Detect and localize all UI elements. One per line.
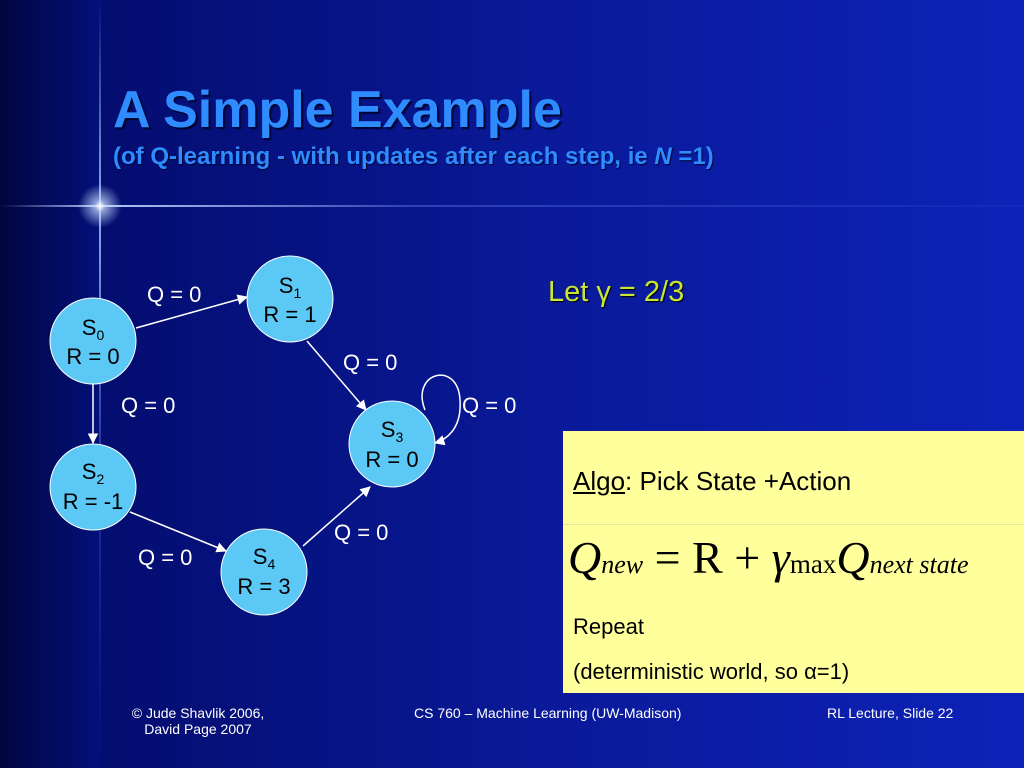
subtitle-prefix: (of Q-learning - with updates after each… bbox=[113, 143, 655, 170]
gamma-symbol: γ bbox=[596, 276, 611, 308]
algorithm-box: Algo: Pick State +Action Qnew = R + γmax… bbox=[563, 431, 1024, 693]
node-s4: S4 R = 3 bbox=[220, 528, 308, 616]
left-band bbox=[0, 0, 100, 768]
node-s2-reward: R = -1 bbox=[63, 489, 124, 514]
svg-text:S1: S1 bbox=[279, 273, 302, 301]
svg-text:S2: S2 bbox=[82, 459, 105, 487]
edge-s1-s3 bbox=[306, 340, 367, 411]
edge-label-s1-s3: Q = 0 bbox=[343, 350, 397, 375]
node-s4-reward: R = 3 bbox=[237, 574, 290, 599]
gamma-statement: Let γ = 2/3 bbox=[548, 276, 684, 309]
svg-text:S4: S4 bbox=[253, 544, 276, 572]
svg-text:S0: S0 bbox=[82, 315, 105, 343]
box-divider bbox=[563, 524, 1024, 525]
decor-vertical-line bbox=[99, 0, 101, 768]
q-update-formula: Qnew = R + γmaxQnext state bbox=[568, 532, 969, 583]
edge-label-s0-s2: Q = 0 bbox=[121, 393, 175, 418]
gamma-prefix: Let bbox=[548, 276, 597, 308]
repeat-text: Repeat bbox=[573, 614, 644, 639]
footer-course: CS 760 – Machine Learning (UW-Madison) bbox=[414, 705, 682, 721]
slide-title: A Simple Example bbox=[113, 81, 562, 139]
edge-s3-s3-loop bbox=[421, 374, 461, 446]
footer-copyright-line2: David Page 2007 bbox=[144, 721, 252, 737]
edge-label-s3-loop: Q = 0 bbox=[462, 393, 516, 418]
footer-copyright: © Jude Shavlik 2006, David Page 2007 bbox=[128, 705, 268, 737]
footer-copyright-line1: © Jude Shavlik 2006, bbox=[131, 705, 265, 721]
decor-horizontal-line bbox=[0, 205, 1024, 207]
edge-label-s0-s1: Q = 0 bbox=[147, 282, 201, 307]
algo-line: Algo: Pick State +Action bbox=[573, 466, 851, 497]
svg-text:S3: S3 bbox=[381, 417, 404, 445]
node-s1: S1 R = 1 bbox=[246, 255, 334, 343]
gamma-suffix: = 2/3 bbox=[610, 276, 685, 308]
deterministic-note: (deterministic world, so α=1) bbox=[573, 659, 850, 684]
footer-slide-number: RL Lecture, Slide 22 bbox=[827, 705, 954, 721]
node-s3: S3 R = 0 bbox=[348, 400, 436, 488]
subtitle-var: N bbox=[654, 143, 672, 170]
edge-s0-s1 bbox=[135, 294, 249, 329]
node-s1-reward: R = 1 bbox=[263, 302, 316, 327]
decor-star-flare bbox=[78, 184, 122, 228]
edge-label-s4-s3: Q = 0 bbox=[334, 520, 388, 545]
node-s2: S2 R = -1 bbox=[49, 443, 137, 531]
edge-label-s2-s4: Q = 0 bbox=[138, 545, 192, 570]
edge-s2-s4 bbox=[129, 511, 227, 553]
node-s0: S0 R = 0 bbox=[49, 297, 137, 385]
edge-s4-s3 bbox=[302, 486, 371, 547]
subtitle-suffix: =1) bbox=[671, 143, 714, 170]
node-s0-reward: R = 0 bbox=[66, 344, 119, 369]
node-s3-reward: R = 0 bbox=[365, 447, 418, 472]
slide-subtitle: (of Q-learning - with updates after each… bbox=[113, 143, 714, 171]
algo-text: : Pick State +Action bbox=[625, 466, 852, 496]
algo-label: Algo bbox=[573, 466, 626, 496]
